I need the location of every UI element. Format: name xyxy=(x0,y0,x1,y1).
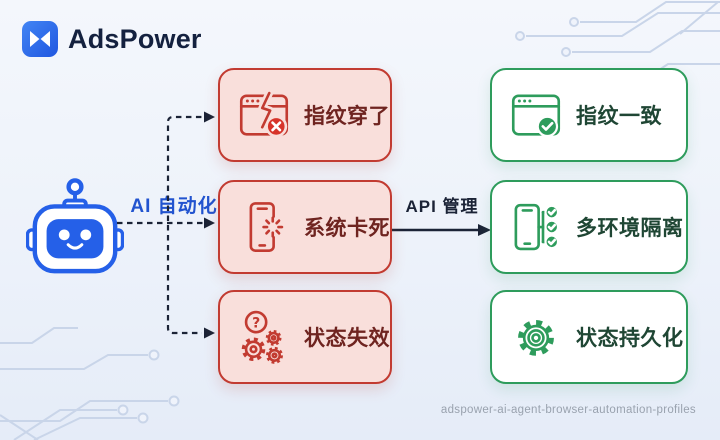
api-arrow xyxy=(392,224,491,236)
solution-box-isolation: 多环境隔离 xyxy=(490,180,688,274)
circuit-decoration-bottom-left xyxy=(0,327,180,440)
solution-box-fingerprint: 指纹一致 xyxy=(490,68,688,162)
footer-caption: adspower-ai-agent-browser-automation-pro… xyxy=(440,404,696,416)
solution-label: 多环境隔离 xyxy=(576,217,684,240)
ai-automation-label: AI 自动化 xyxy=(130,196,218,217)
problem-box-fingerprint: 指纹穿了 xyxy=(218,68,392,162)
adspower-x-icon xyxy=(22,21,58,57)
broken-browser-error-icon xyxy=(239,89,289,138)
problem-label: 状态失效 xyxy=(304,327,390,350)
problem-label: 系统卡死 xyxy=(304,217,390,240)
api-bridge: API 管理 xyxy=(392,192,492,238)
problem-box-state: ? 状态失效 xyxy=(218,290,392,384)
svg-text:?: ? xyxy=(252,315,260,331)
gear-icon xyxy=(518,319,554,356)
adspower-logo: AdsPower xyxy=(22,21,202,57)
crashed-phone-icon xyxy=(249,202,284,252)
problem-box-system: 系统卡死 xyxy=(218,180,392,274)
gears-question-icon: ? xyxy=(241,310,283,364)
browser-check-icon xyxy=(511,94,561,138)
solution-box-persistence: 状态持久化 xyxy=(490,290,688,384)
api-management-label: API 管理 xyxy=(405,197,479,216)
robot-icon xyxy=(26,178,124,274)
solution-label: 状态持久化 xyxy=(576,327,684,350)
solution-label: 指纹一致 xyxy=(576,105,662,128)
brand-name: AdsPower xyxy=(68,23,202,54)
phone-multi-check-icon xyxy=(514,203,560,251)
dashed-branch-arrows xyxy=(117,111,215,339)
problem-label: 指纹穿了 xyxy=(304,105,390,128)
